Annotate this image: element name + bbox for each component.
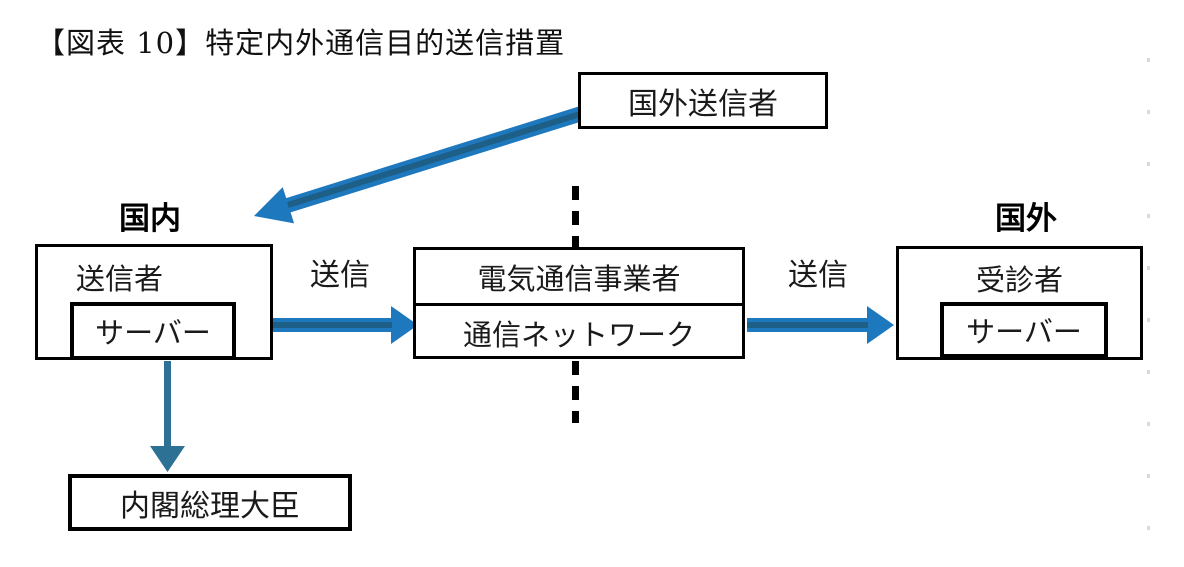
domestic-region-label: 国内 bbox=[119, 201, 181, 237]
sender-label: 送信者 bbox=[76, 262, 164, 296]
arrow-server-to-prime-minister bbox=[150, 361, 185, 472]
arrow-foreign-sender-to-domestic bbox=[254, 106, 583, 224]
arrow-carrier-to-receiver bbox=[747, 306, 894, 344]
prime-minister-box: 内閣総理大臣 bbox=[68, 474, 352, 531]
sender-server-label: サーバー bbox=[95, 316, 211, 350]
foreign-sender-box: 国外送信者 bbox=[578, 72, 828, 129]
send-label-left: 送信 bbox=[310, 258, 370, 293]
carrier-row: 電気通信事業者 bbox=[416, 250, 742, 306]
carrier-box: 電気通信事業者 通信ネットワーク bbox=[413, 247, 745, 359]
page-edge-dotted-line bbox=[1147, 58, 1150, 532]
sender-server-box: サーバー bbox=[70, 302, 236, 360]
foreign-region-label: 国外 bbox=[995, 201, 1057, 237]
foreign-sender-label: 国外送信者 bbox=[628, 86, 778, 122]
figure-title: 【図表 10】特定内外通信目的送信措置 bbox=[36, 26, 566, 60]
network-label: 通信ネットワーク bbox=[462, 318, 695, 352]
receiver-server-label: サーバー bbox=[966, 315, 1082, 349]
arrow-foreign-sender-to-domestic-core bbox=[287, 111, 581, 208]
carrier-label: 電気通信事業者 bbox=[477, 261, 681, 296]
receiver-label: 受診者 bbox=[975, 263, 1063, 297]
network-row: 通信ネットワーク bbox=[416, 306, 742, 360]
prime-minister-label: 内閣総理大臣 bbox=[120, 488, 300, 524]
arrow-sender-to-carrier bbox=[273, 306, 418, 344]
receiver-server-box: サーバー bbox=[940, 302, 1108, 358]
send-label-right: 送信 bbox=[788, 258, 848, 293]
